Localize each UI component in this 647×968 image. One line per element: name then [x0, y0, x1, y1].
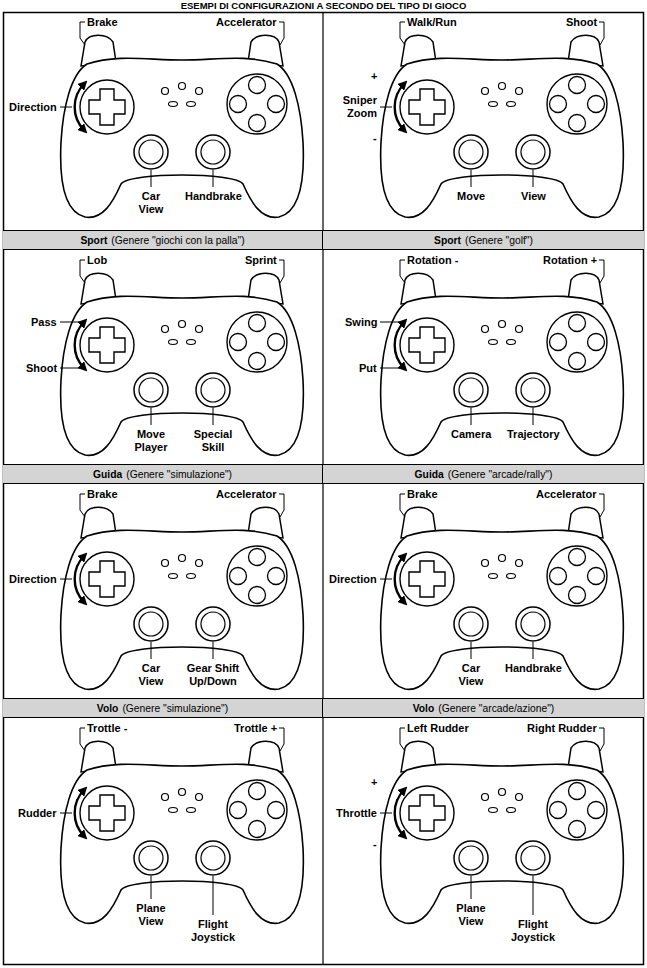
callout-label: Accelerator	[216, 488, 277, 501]
gamepad-panel	[60, 22, 303, 217]
callout-label: Move Player	[131, 428, 171, 454]
callout-label: Throttle	[336, 807, 377, 820]
gamepad-panel	[60, 728, 303, 923]
section-heading: Volo	[413, 703, 435, 714]
section-genre: (Genere "giochi con la palla")	[111, 235, 244, 246]
section-heading: Guida	[93, 469, 122, 480]
section-band: Volo(Genere "arcade/azione")	[323, 698, 644, 718]
gamepad-panel	[60, 494, 303, 689]
section-heading: Volo	[97, 703, 119, 714]
callout-label: Car View	[454, 662, 488, 688]
callout-label: Flight Joystick	[189, 918, 237, 944]
callout-label: Put	[359, 362, 377, 375]
callout-label: Sprint	[245, 254, 277, 267]
section-heading: Sport	[80, 235, 107, 246]
callout-label: Move	[457, 190, 485, 203]
callout-label: Left Rudder	[407, 722, 469, 735]
gamepad-panel	[380, 22, 623, 217]
gamepad-panel	[380, 260, 623, 455]
callout-label: Special Skill	[191, 428, 235, 454]
callout-label: Direction	[9, 101, 57, 114]
section-genre: (Genere "simulazione")	[122, 703, 228, 714]
callout-label: +	[371, 776, 377, 789]
callout-label: Plane View	[131, 902, 171, 928]
section-genre: (Genere "arcade/rally")	[448, 469, 553, 480]
gamepad-panel	[60, 260, 303, 455]
section-heading: Guida	[415, 469, 444, 480]
callout-label: Rotation +	[543, 254, 597, 267]
callout-label: Rotation -	[407, 254, 458, 267]
callout-label: -	[373, 838, 377, 851]
section-band: Sport (Genere "giochi con la palla")	[3, 230, 323, 250]
callout-label: Car View	[134, 662, 168, 688]
callout-label: Walk/Run	[407, 16, 457, 29]
callout-label: Handbrake	[505, 662, 562, 675]
callout-label: -	[373, 132, 377, 145]
callout-label: Brake	[407, 488, 438, 501]
callout-label: Handbrake	[185, 190, 242, 203]
section-band: Guida (Genere "arcade/rally")	[323, 464, 644, 484]
callout-label: Accelerator	[216, 16, 277, 29]
gamepad-panel	[380, 728, 623, 923]
callout-label: Trajectory	[507, 428, 560, 441]
section-band: Guida (Genere "simulazione")	[3, 464, 323, 484]
callout-label: +	[371, 70, 377, 83]
callout-label: Lob	[87, 254, 107, 267]
callout-label: Direction	[9, 573, 57, 586]
callout-label: Accelerator	[536, 488, 597, 501]
callout-label: Trottle -	[87, 722, 127, 735]
section-band: Sport (Genere "golf")	[323, 230, 644, 250]
callout-label: Gear Shift Up/Down	[182, 662, 244, 688]
outer-frame	[4, 13, 644, 965]
column-divider	[322, 12, 323, 965]
callout-label: Shoot	[566, 16, 597, 29]
section-heading: Sport	[434, 235, 461, 246]
callout-label: Flight Joystick	[509, 918, 557, 944]
callout-label: Sniper Zoom	[337, 94, 377, 120]
section-genre: (Genere "arcade/azione")	[438, 703, 554, 714]
callout-label: Brake	[87, 16, 118, 29]
gamepad-panel	[380, 494, 623, 689]
callout-label: Direction	[329, 573, 377, 586]
callout-label: Trottle +	[234, 722, 277, 735]
section-genre: (Genere "golf")	[465, 235, 533, 246]
callout-label: Pass	[31, 316, 57, 329]
callout-label: Car View	[134, 190, 168, 216]
section-genre: (Genere "simulazione")	[126, 469, 232, 480]
page-title: ESEMPI DI CONFIGURAZIONI A SECONDO DEL T…	[0, 0, 647, 11]
callout-label: Plane View	[451, 902, 491, 928]
callout-label: Swing	[345, 316, 377, 329]
callout-label: Camera	[451, 428, 491, 441]
callout-label: Brake	[87, 488, 118, 501]
callout-label: View	[521, 190, 546, 203]
callout-label: Right Rudder	[527, 722, 597, 735]
callout-label: Shoot	[26, 362, 57, 375]
callout-label: Rudder	[18, 807, 57, 820]
section-band: Volo(Genere "simulazione")	[3, 698, 323, 718]
